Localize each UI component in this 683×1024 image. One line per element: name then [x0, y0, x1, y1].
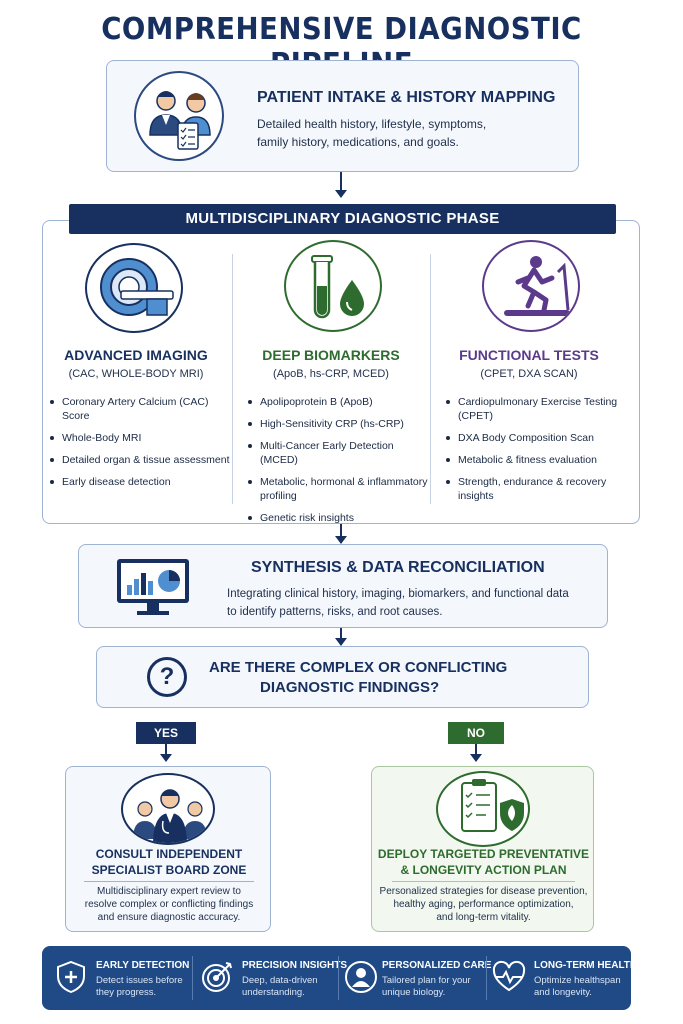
list-item: Early disease detection	[50, 475, 230, 489]
benefit-text: and longevity.	[534, 987, 592, 998]
consult-text-line1: Multidisciplinary expert review to	[97, 886, 241, 897]
clipboard-shield-icon	[436, 771, 530, 847]
functional-title: FUNCTIONAL TESTS	[459, 347, 599, 363]
plan-heading-line2: & LONGEVITY ACTION PLAN	[400, 863, 567, 877]
list-item: Metabolic, hormonal & inflammatory profi…	[248, 475, 428, 503]
list-item: Metabolic & fitness evaluation	[446, 453, 626, 467]
benefits-footer: EARLY DETECTION Detect issues before the…	[42, 946, 637, 1010]
benefit-title: PRECISION INSIGHTS	[242, 960, 348, 971]
list-item: DXA Body Composition Scan	[446, 431, 626, 445]
biomarkers-list: Apolipoprotein B (ApoB) High-Sensitivity…	[248, 395, 428, 533]
no-label: NO	[448, 722, 504, 744]
intake-text-line1: Detailed health history, lifestyle, symp…	[257, 117, 487, 131]
list-item: Strength, endurance & recovery insights	[446, 475, 626, 503]
biomarkers-title: DEEP BIOMARKERS	[262, 347, 400, 363]
benefit-personalized-care: PERSONALIZED CARE Tailored plan for your…	[344, 954, 491, 1002]
flow-arrow	[335, 628, 347, 646]
list-item: Coronary Artery Calcium (CAC) Score	[50, 395, 230, 423]
benefit-title: EARLY DETECTION	[96, 960, 190, 971]
imaging-title: ADVANCED IMAGING	[64, 347, 208, 363]
footer-separator	[192, 956, 193, 1000]
flow-arrow	[160, 744, 172, 762]
plan-divider	[392, 881, 575, 882]
question-icon: ?	[147, 657, 187, 697]
column-divider	[430, 254, 431, 504]
flow-arrow	[335, 172, 347, 198]
list-item: High-Sensitivity CRP (hs-CRP)	[248, 417, 428, 431]
plan-text-line1: Personalized strategies for disease prev…	[379, 886, 588, 897]
intake-heading: PATIENT INTAKE & HISTORY MAPPING	[257, 89, 556, 106]
decision-question-line2: DIAGNOSTIC FINDINGS?	[260, 679, 440, 696]
list-item: Cardiopulmonary Exercise Testing (CPET)	[446, 395, 626, 423]
shield-plus-icon	[57, 960, 85, 994]
consult-divider	[84, 881, 254, 882]
synthesis-text-line2: to identify patterns, risks, and root ca…	[227, 606, 443, 618]
benefit-text: Optimize healthspan	[534, 975, 621, 986]
list-item: Detailed organ & tissue assessment	[50, 453, 230, 467]
mri-scanner-icon	[85, 243, 183, 333]
list-item: Apolipoprotein B (ApoB)	[248, 395, 428, 409]
biomarkers-subtitle: (ApoB, hs-CRP, MCED)	[273, 368, 389, 380]
consult-heading-line2: SPECIALIST BOARD ZONE	[91, 863, 247, 877]
action-plan-card: DEPLOY TARGETED PREVENTATIVE & LONGEVITY…	[371, 766, 594, 932]
benefit-text: unique biology.	[382, 987, 446, 998]
benefit-text: they progress.	[96, 987, 157, 998]
synthesis-heading: SYNTHESIS & DATA RECONCILIATION	[251, 559, 545, 576]
benefit-early-detection: EARLY DETECTION Detect issues before the…	[54, 954, 190, 1002]
benefit-text: Deep, data-driven	[242, 975, 318, 986]
monitor-chart-icon	[117, 559, 189, 615]
list-item: Whole-Body MRI	[50, 431, 230, 445]
heartbeat-icon	[492, 960, 526, 992]
imaging-subtitle: (CAC, WHOLE-BODY MRI)	[68, 368, 204, 380]
decision-card: ? ARE THERE COMPLEX OR CONFLICTING DIAGN…	[96, 646, 589, 708]
target-icon	[202, 962, 232, 992]
intake-text-line2: family history, medications, and goals.	[257, 135, 459, 149]
plan-heading-line1: DEPLOY TARGETED PREVENTATIVE	[377, 847, 590, 861]
consult-text-line2: resolve complex or conflicting findings	[84, 899, 254, 910]
benefit-title: PERSONALIZED CARE	[382, 960, 492, 971]
list-item: Multi-Cancer Early Detection (MCED)	[248, 439, 428, 467]
benefit-title: LONG-TERM HEALTH	[534, 960, 638, 971]
intake-card: PATIENT INTAKE & HISTORY MAPPING Detaile…	[106, 60, 579, 172]
flow-arrow	[335, 524, 347, 544]
imaging-list: Coronary Artery Calcium (CAC) Score Whol…	[50, 395, 230, 497]
flow-arrow	[470, 744, 482, 762]
column-divider	[232, 254, 233, 504]
yes-label: YES	[136, 722, 196, 744]
plan-text-line3: and long-term vitality.	[436, 912, 531, 923]
synthesis-text-line1: Integrating clinical history, imaging, b…	[227, 588, 569, 600]
footer-separator	[486, 956, 487, 1000]
benefit-text: Detect issues before	[96, 975, 183, 986]
phase-banner: MULTIDISCIPLINARY DIAGNOSTIC PHASE	[69, 204, 616, 234]
consult-text-line3: and ensure diagnostic accuracy.	[97, 912, 241, 923]
treadmill-icon	[482, 240, 580, 332]
synthesis-card: SYNTHESIS & DATA RECONCILIATION Integrat…	[78, 544, 608, 628]
functional-subtitle: (CPET, DXA SCAN)	[480, 368, 578, 380]
decision-question-line1: ARE THERE COMPLEX OR CONFLICTING	[209, 659, 508, 676]
consult-heading-line1: CONSULT INDEPENDENT	[95, 847, 243, 861]
person-icon	[345, 961, 377, 993]
functional-list: Cardiopulmonary Exercise Testing (CPET) …	[446, 395, 626, 511]
doctor-patient-icon	[134, 71, 224, 161]
specialist-team-icon	[121, 773, 215, 845]
consult-card: CONSULT INDEPENDENT SPECIALIST BOARD ZON…	[65, 766, 271, 932]
list-item: Genetic risk insights	[248, 511, 428, 525]
benefit-text: understanding.	[242, 987, 305, 998]
test-tube-icon	[284, 240, 382, 332]
benefit-precision-insights: PRECISION INSIGHTS Deep, data-driven und…	[200, 954, 347, 1002]
footer-separator	[338, 956, 339, 1000]
plan-text-line2: healthy aging, performance optimization,	[393, 899, 574, 910]
benefit-text: Tailored plan for your	[382, 975, 471, 986]
benefit-long-term-health: LONG-TERM HEALTH Optimize healthspan and…	[492, 954, 637, 1002]
